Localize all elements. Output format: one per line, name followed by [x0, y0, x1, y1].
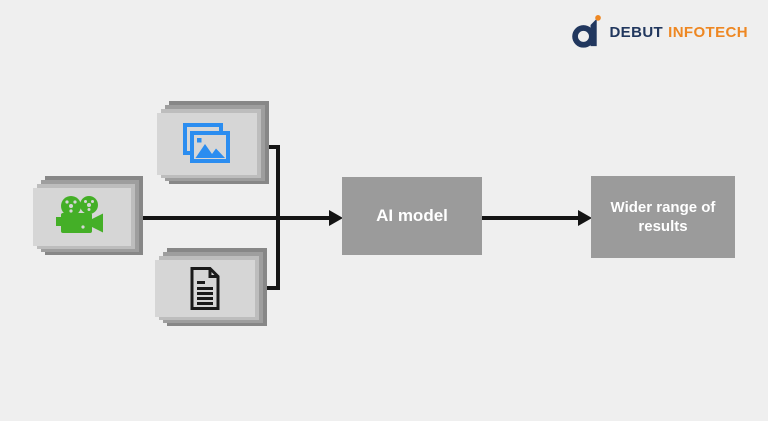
video-input-stack [33, 176, 143, 255]
arrowhead-into-results-icon [578, 210, 592, 226]
arrowhead-into-ai-icon [329, 210, 343, 226]
ai-model-label: AI model [376, 206, 448, 225]
image-input-stack [157, 101, 269, 184]
document-input-stack [155, 248, 267, 326]
connector-video-to-ai [133, 216, 329, 220]
debut-infotech-logo-icon [572, 15, 602, 48]
brand-name-secondary: INFOTECH [668, 23, 748, 41]
stack-card-front [33, 188, 131, 246]
image-stack-icon [183, 123, 230, 163]
stack-card-front [157, 113, 257, 175]
connector-ai-to-results [482, 216, 578, 220]
results-label: Wider range of results [610, 198, 716, 236]
video-camera-icon [56, 196, 103, 233]
brand-name-primary: DEBUT [609, 23, 664, 41]
ai-model-node: AI model [342, 177, 482, 255]
document-icon [190, 267, 220, 310]
connector-vertical-merge [276, 145, 280, 290]
results-node: Wider range of results [591, 176, 735, 258]
stack-card-front [155, 260, 255, 317]
